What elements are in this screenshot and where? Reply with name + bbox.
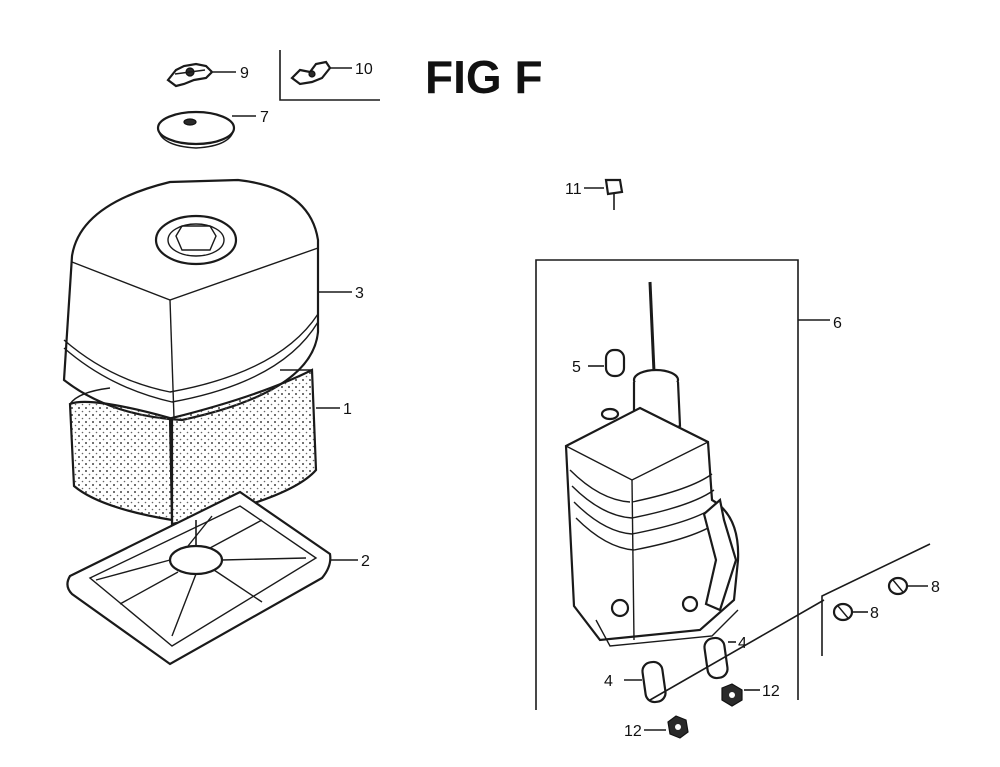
part-11-bolt bbox=[584, 178, 624, 210]
part-9-wing-bolt bbox=[166, 62, 236, 88]
air-cleaner-case bbox=[564, 281, 740, 647]
callout-12-right: 12 bbox=[762, 683, 780, 700]
callout-3: 3 bbox=[355, 285, 364, 302]
part-4-collar-right bbox=[703, 636, 736, 680]
callout-5: 5 bbox=[572, 359, 581, 376]
callout-8-lower: 8 bbox=[870, 605, 879, 622]
callout-8-upper: 8 bbox=[931, 579, 940, 596]
part-4-collar-left bbox=[624, 660, 667, 704]
part-5-collar bbox=[588, 348, 626, 378]
callout-1: 1 bbox=[343, 401, 352, 418]
callout-4-left: 4 bbox=[604, 673, 613, 690]
part-10-wing-nut bbox=[279, 50, 380, 101]
part-1-foam-element bbox=[68, 368, 340, 526]
part-8-bracket bbox=[821, 543, 931, 656]
part-7-washer-cap bbox=[156, 110, 256, 149]
figure-title: FIG F bbox=[425, 51, 543, 103]
callout-9: 9 bbox=[240, 65, 249, 82]
part-8-collar-lower bbox=[832, 602, 868, 622]
leader-line bbox=[649, 599, 825, 701]
callout-4-right: 4 bbox=[738, 635, 747, 652]
callout-2: 2 bbox=[361, 553, 370, 570]
callout-7: 7 bbox=[260, 109, 269, 126]
part-8-collar-upper bbox=[887, 576, 928, 596]
callout-10: 10 bbox=[355, 61, 373, 78]
part-12-nut-left bbox=[644, 715, 689, 739]
callout-11: 11 bbox=[565, 181, 582, 198]
callout-12-left: 12 bbox=[624, 723, 642, 740]
part-3-air-cleaner-cover bbox=[62, 178, 352, 422]
callout-6: 6 bbox=[833, 315, 842, 332]
part-6-case-bracket bbox=[535, 259, 830, 710]
part-12-nut-right bbox=[721, 683, 760, 707]
part-2-base-grid bbox=[66, 490, 358, 666]
